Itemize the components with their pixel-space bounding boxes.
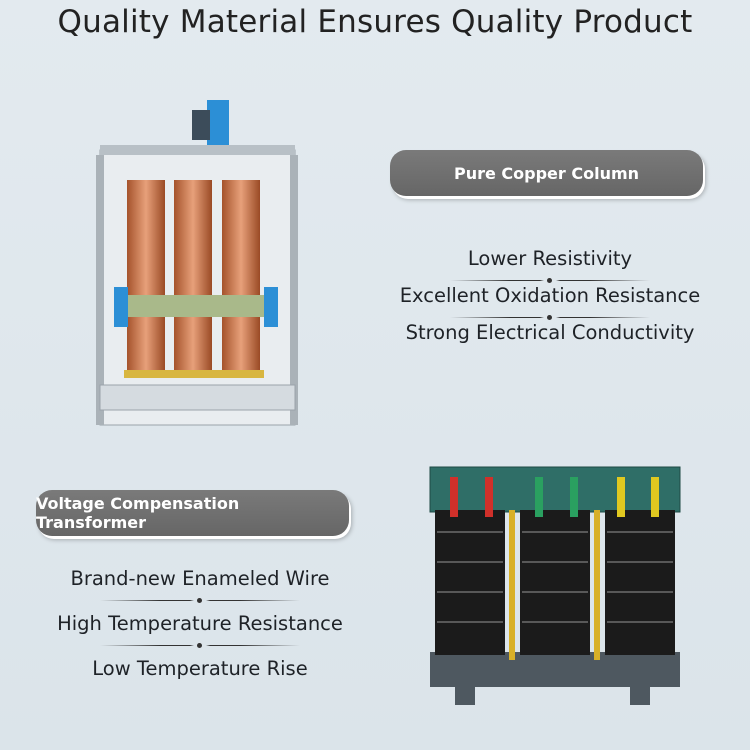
copper-features-list: Lower Resistivity Excellent Oxidation Re… bbox=[380, 240, 720, 351]
feature-item: Strong Electrical Conductivity bbox=[405, 321, 695, 344]
divider bbox=[100, 642, 300, 650]
pure-copper-column-badge: Pure Copper Column bbox=[390, 150, 703, 196]
divider bbox=[450, 314, 650, 322]
page-title: Quality Material Ensures Quality Product bbox=[57, 4, 693, 40]
voltage-compensation-transformer-badge: Voltage Compensation Transformer bbox=[36, 490, 349, 536]
transformer-image bbox=[429, 466, 681, 705]
feature-item: Lower Resistivity bbox=[467, 247, 633, 270]
divider bbox=[100, 597, 300, 605]
feature-item: High Temperature Resistance bbox=[57, 612, 343, 635]
divider bbox=[450, 277, 650, 285]
feature-item: Excellent Oxidation Resistance bbox=[399, 284, 701, 307]
feature-item: Brand-new Enameled Wire bbox=[70, 567, 330, 590]
feature-item: Low Temperature Rise bbox=[92, 657, 308, 680]
transformer-features-list: Brand-new Enameled Wire High Temperature… bbox=[30, 560, 370, 687]
copper-column-regulator-image bbox=[96, 100, 298, 426]
